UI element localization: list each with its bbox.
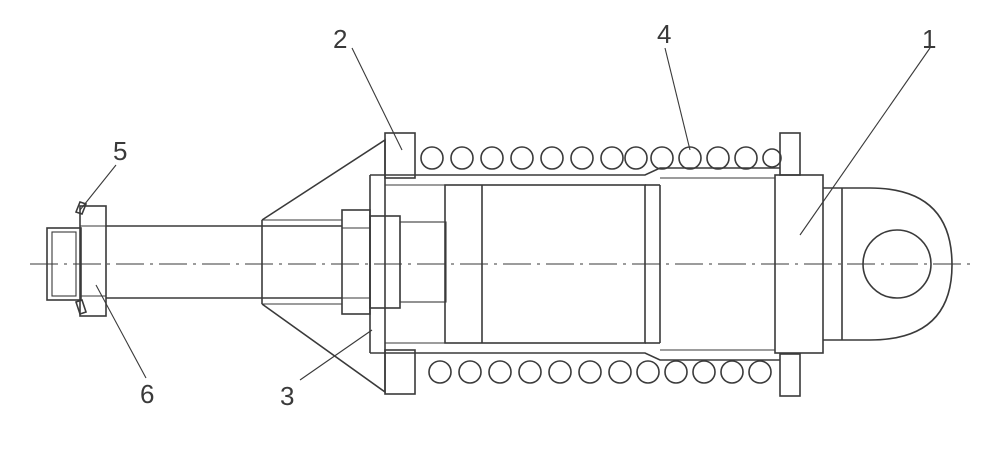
spring-coils-top bbox=[420, 146, 782, 170]
cylinder-barrel bbox=[369, 167, 780, 361]
leader-lines bbox=[79, 47, 931, 381]
part-label-5: 5 bbox=[113, 136, 127, 166]
piston bbox=[444, 177, 775, 351]
nut-left bbox=[79, 205, 107, 317]
part-label-6: 6 bbox=[140, 379, 154, 409]
rod-end-cap bbox=[46, 227, 82, 301]
spring-coils-bottom bbox=[428, 360, 772, 384]
part-label-2: 2 bbox=[333, 24, 347, 54]
piston-rod bbox=[106, 225, 342, 299]
spring-seat-flange bbox=[384, 132, 416, 395]
gland-nut bbox=[341, 209, 447, 315]
conical-shroud bbox=[261, 138, 386, 394]
end-cap-eye bbox=[774, 174, 953, 354]
part-label-3: 3 bbox=[280, 381, 294, 411]
spring-coils bbox=[420, 146, 782, 384]
part-label-4: 4 bbox=[657, 19, 671, 49]
part-label-1: 1 bbox=[922, 24, 936, 54]
